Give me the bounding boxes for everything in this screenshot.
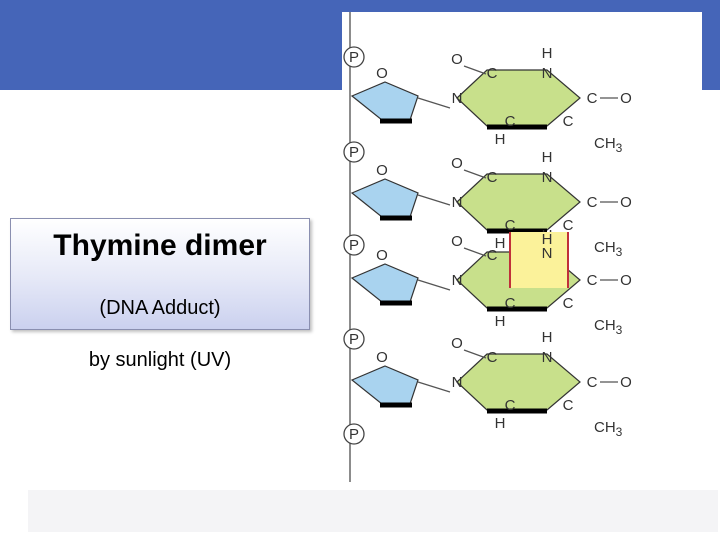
phosphate-label: P <box>349 144 359 161</box>
glycosidic-bond <box>417 194 451 206</box>
atom-label-n1: N <box>452 90 463 107</box>
atom-label-o4: O <box>620 272 632 289</box>
thymine-dimer-diagram: PPPPPOOOONCNCCCOHOHCH3NCNCCCOHOHCH3NCNCC… <box>342 12 702 487</box>
dimer-atom-label-h: H <box>542 231 553 248</box>
footer-band <box>28 490 718 532</box>
sugar-pentagon <box>350 81 419 121</box>
thymine-base-hexagon <box>456 69 581 127</box>
double-bond-c2-o <box>463 349 487 359</box>
atom-label-h3: H <box>542 45 553 62</box>
atom-label-c2: C <box>487 349 498 366</box>
atom-label-ch3: CH3 <box>594 419 623 439</box>
dna-structure-svg: PPPPPOOOONCNCCCOHOHCH3NCNCCCOHOHCH3NCNCC… <box>343 12 632 482</box>
sugar-ring-oxygen: O <box>376 162 388 179</box>
phosphate-label: P <box>349 331 359 348</box>
atom-label-n3: N <box>542 349 553 366</box>
sugar-ring-oxygen: O <box>376 247 388 264</box>
atom-label-o2: O <box>451 51 463 68</box>
atom-label-o4: O <box>620 194 632 211</box>
atom-label-c6: C <box>505 217 516 234</box>
title-box: Thymine dimer (DNA Adduct) by sunlight (… <box>10 218 310 371</box>
glycosidic-bond <box>417 279 451 291</box>
atom-label-c2: C <box>487 247 498 264</box>
atom-label-c6: C <box>505 295 516 312</box>
double-bond-c2-o <box>463 247 487 257</box>
atom-label-c2: C <box>487 65 498 82</box>
subtitle-line-1: (DNA Adduct) <box>99 297 221 319</box>
sugar-pentagon <box>350 263 419 303</box>
atom-label-n3: N <box>542 169 553 186</box>
atom-label-o4: O <box>620 374 632 391</box>
atom-label-n1: N <box>452 374 463 391</box>
sugar-ring-oxygen: O <box>376 65 388 82</box>
atom-label-c4: C <box>587 90 598 107</box>
atom-label-ch3: CH3 <box>594 135 623 155</box>
sugar-pentagon <box>350 178 419 218</box>
atom-label-h3: H <box>542 329 553 346</box>
thymine-base-hexagon <box>456 353 581 411</box>
phosphate-circle <box>343 423 365 445</box>
phosphate-circle <box>343 234 365 256</box>
atom-label-c4: C <box>587 272 598 289</box>
double-bond-c2-o <box>463 65 487 75</box>
sugar-pentagon <box>350 365 419 405</box>
glycosidic-bond <box>417 381 451 393</box>
atom-label-h6: H <box>495 235 506 252</box>
atom-label-h3: H <box>542 149 553 166</box>
title-text: Thymine dimer <box>53 229 267 262</box>
atom-label-h6: H <box>495 313 506 330</box>
thymine-base-hexagon <box>456 173 581 231</box>
atom-label-c5: C <box>563 113 574 130</box>
atom-label-n3: N <box>542 65 553 82</box>
subtitle-text: (DNA Adduct) by sunlight (UV) <box>11 269 309 399</box>
atom-label-c5: C <box>563 217 574 234</box>
atom-label-h6: H <box>495 131 506 148</box>
phosphate-label: P <box>349 237 359 254</box>
glycosidic-bond <box>417 97 451 109</box>
phosphate-label: P <box>349 426 359 443</box>
sugar-ring-oxygen: O <box>376 349 388 366</box>
atom-label-c5: C <box>563 295 574 312</box>
atom-label-o2: O <box>451 233 463 250</box>
phosphate-circle <box>343 328 365 350</box>
atom-label-n1: N <box>452 272 463 289</box>
atom-label-c5: C <box>563 397 574 414</box>
atom-label-c6: C <box>505 397 516 414</box>
atom-label-ch3: CH3 <box>594 317 623 337</box>
atom-label-c2: C <box>487 169 498 186</box>
atom-label-o2: O <box>451 335 463 352</box>
atom-label-c4: C <box>587 194 598 211</box>
atom-label-n1: N <box>452 194 463 211</box>
atom-label-ch3: CH3 <box>594 239 623 259</box>
subtitle-line-2: by sunlight (UV) <box>88 349 232 371</box>
atom-label-c4: C <box>587 374 598 391</box>
phosphate-label: P <box>349 49 359 66</box>
atom-label-o2: O <box>451 155 463 172</box>
phosphate-circle <box>343 141 365 163</box>
cyclobutane-ring-fill <box>510 232 568 288</box>
double-bond-c2-o <box>463 169 487 179</box>
dimer-atom-label-n: N <box>542 245 553 262</box>
atom-label-h6: H <box>495 415 506 432</box>
atom-label-c6: C <box>505 113 516 130</box>
phosphate-circle <box>343 46 365 68</box>
atom-label-o4: O <box>620 90 632 107</box>
